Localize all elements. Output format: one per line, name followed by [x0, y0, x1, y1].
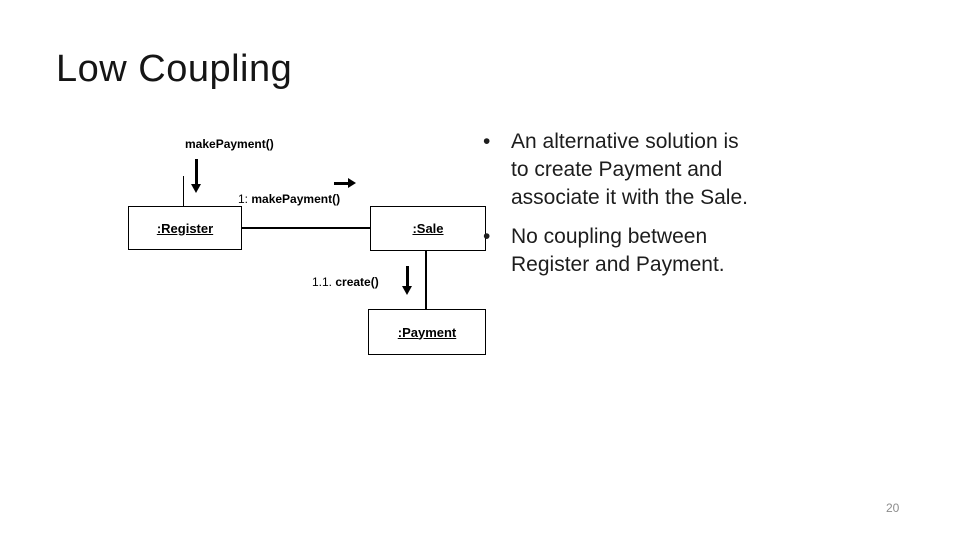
sale-object-box: :Sale: [370, 206, 486, 251]
message-1-1-label: 1.1. create(): [312, 275, 379, 289]
create-down-arrow-head-icon: [402, 286, 412, 295]
bullet-icon: •: [483, 225, 491, 248]
register-sale-link: [242, 227, 371, 229]
bullet-text-2: No coupling between Register and Payment…: [511, 225, 725, 276]
message-1-label: 1: makePayment(): [238, 192, 340, 206]
register-object-box: :Register: [128, 206, 242, 250]
payment-object-label: :Payment: [397, 324, 457, 340]
bullet-text-1: An alternative solution is to create Pay…: [511, 130, 748, 209]
message-1-1-sequence: 1.1.: [312, 275, 333, 289]
down-arrow-head-icon: [191, 184, 201, 193]
bullet-icon: •: [483, 130, 491, 153]
message-1-name: makePayment(): [251, 192, 341, 206]
right-arrow-head-icon: [348, 178, 356, 188]
sale-payment-link: [425, 251, 427, 309]
slide-title: Low Coupling: [56, 48, 293, 90]
page-number: 20: [886, 501, 900, 515]
down-arrow-icon: [195, 159, 198, 185]
list-item: • An alternative solution is to create P…: [483, 128, 793, 212]
payment-object-box: :Payment: [368, 309, 486, 355]
message-1-sequence: 1:: [238, 192, 249, 206]
message-1-1-name: create(): [335, 275, 379, 289]
right-arrow-icon: [334, 182, 349, 185]
external-message-label: makePayment(): [185, 137, 274, 151]
create-down-arrow-icon: [406, 266, 409, 287]
bullet-list: • An alternative solution is to create P…: [483, 128, 793, 279]
register-incoming-line: [183, 176, 184, 211]
list-item: • No coupling between Register and Payme…: [483, 223, 793, 279]
sale-object-label: :Sale: [412, 221, 444, 236]
register-object-label: :Register: [156, 220, 214, 236]
